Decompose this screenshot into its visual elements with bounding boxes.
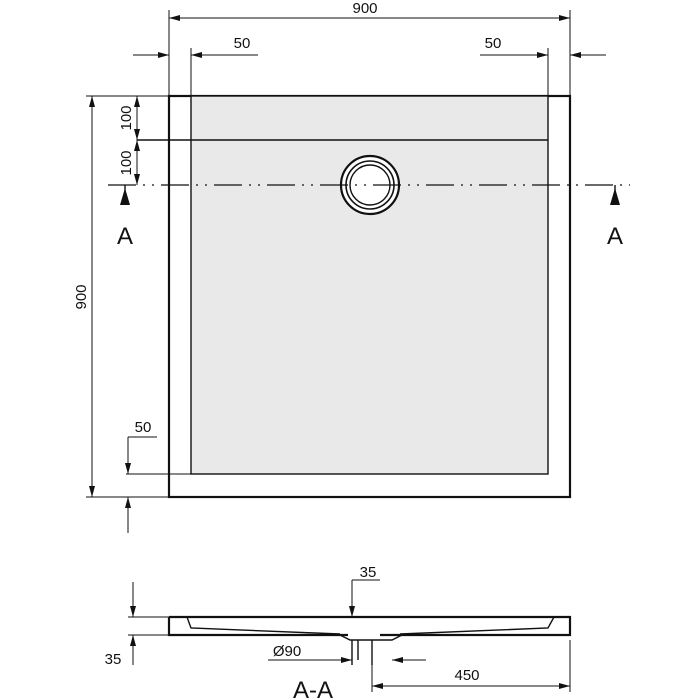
dim-left-rim-text: 50 bbox=[234, 35, 251, 52]
dim-overall-height: 900 bbox=[73, 95, 169, 498]
plan-view: A A 900 50 bbox=[73, 0, 630, 533]
dim-drain-diameter-text: Ø90 bbox=[273, 643, 301, 660]
dim-bottom-rim: 50 bbox=[125, 419, 191, 533]
dim-left-rim: 50 bbox=[133, 35, 258, 96]
dim-drain-center-text: 450 bbox=[454, 667, 479, 684]
dim-drain-width-text: 35 bbox=[360, 564, 377, 581]
dim-drain-center: 450 bbox=[371, 640, 571, 692]
dim-drain-width: 35 bbox=[349, 564, 380, 617]
dim-overall-width: 900 bbox=[168, 0, 571, 96]
tray-section-profile bbox=[167, 615, 572, 637]
tray-section-floor bbox=[186, 616, 555, 635]
section-view: 35 35 Ø90 450 A-A bbox=[105, 564, 572, 700]
dim-right-rim-text: 50 bbox=[485, 35, 502, 52]
dim-bottom-rim-text: 50 bbox=[135, 419, 152, 436]
section-marker-left: A bbox=[117, 185, 133, 250]
dim-overall-height-text: 900 bbox=[73, 284, 90, 309]
dim-section-height: 35 bbox=[105, 582, 169, 668]
dim-drain-diameter: Ø90 bbox=[268, 643, 426, 663]
dim-overall-width-text: 900 bbox=[352, 0, 377, 17]
tray-floor bbox=[190, 95, 549, 475]
dim-top-rim: 100 100 bbox=[118, 96, 140, 185]
section-marker-left-label: A bbox=[117, 223, 133, 250]
drain-section bbox=[339, 634, 403, 665]
dim-top-rim-text: 100 bbox=[118, 105, 135, 130]
section-marker-right-label: A bbox=[607, 223, 623, 250]
dim-right-rim: 50 bbox=[480, 35, 606, 96]
dim-drain-offset-text: 100 bbox=[118, 150, 135, 175]
section-title: A-A bbox=[293, 677, 333, 700]
section-marker-right: A bbox=[607, 185, 623, 250]
dim-section-height-text: 35 bbox=[105, 651, 122, 668]
